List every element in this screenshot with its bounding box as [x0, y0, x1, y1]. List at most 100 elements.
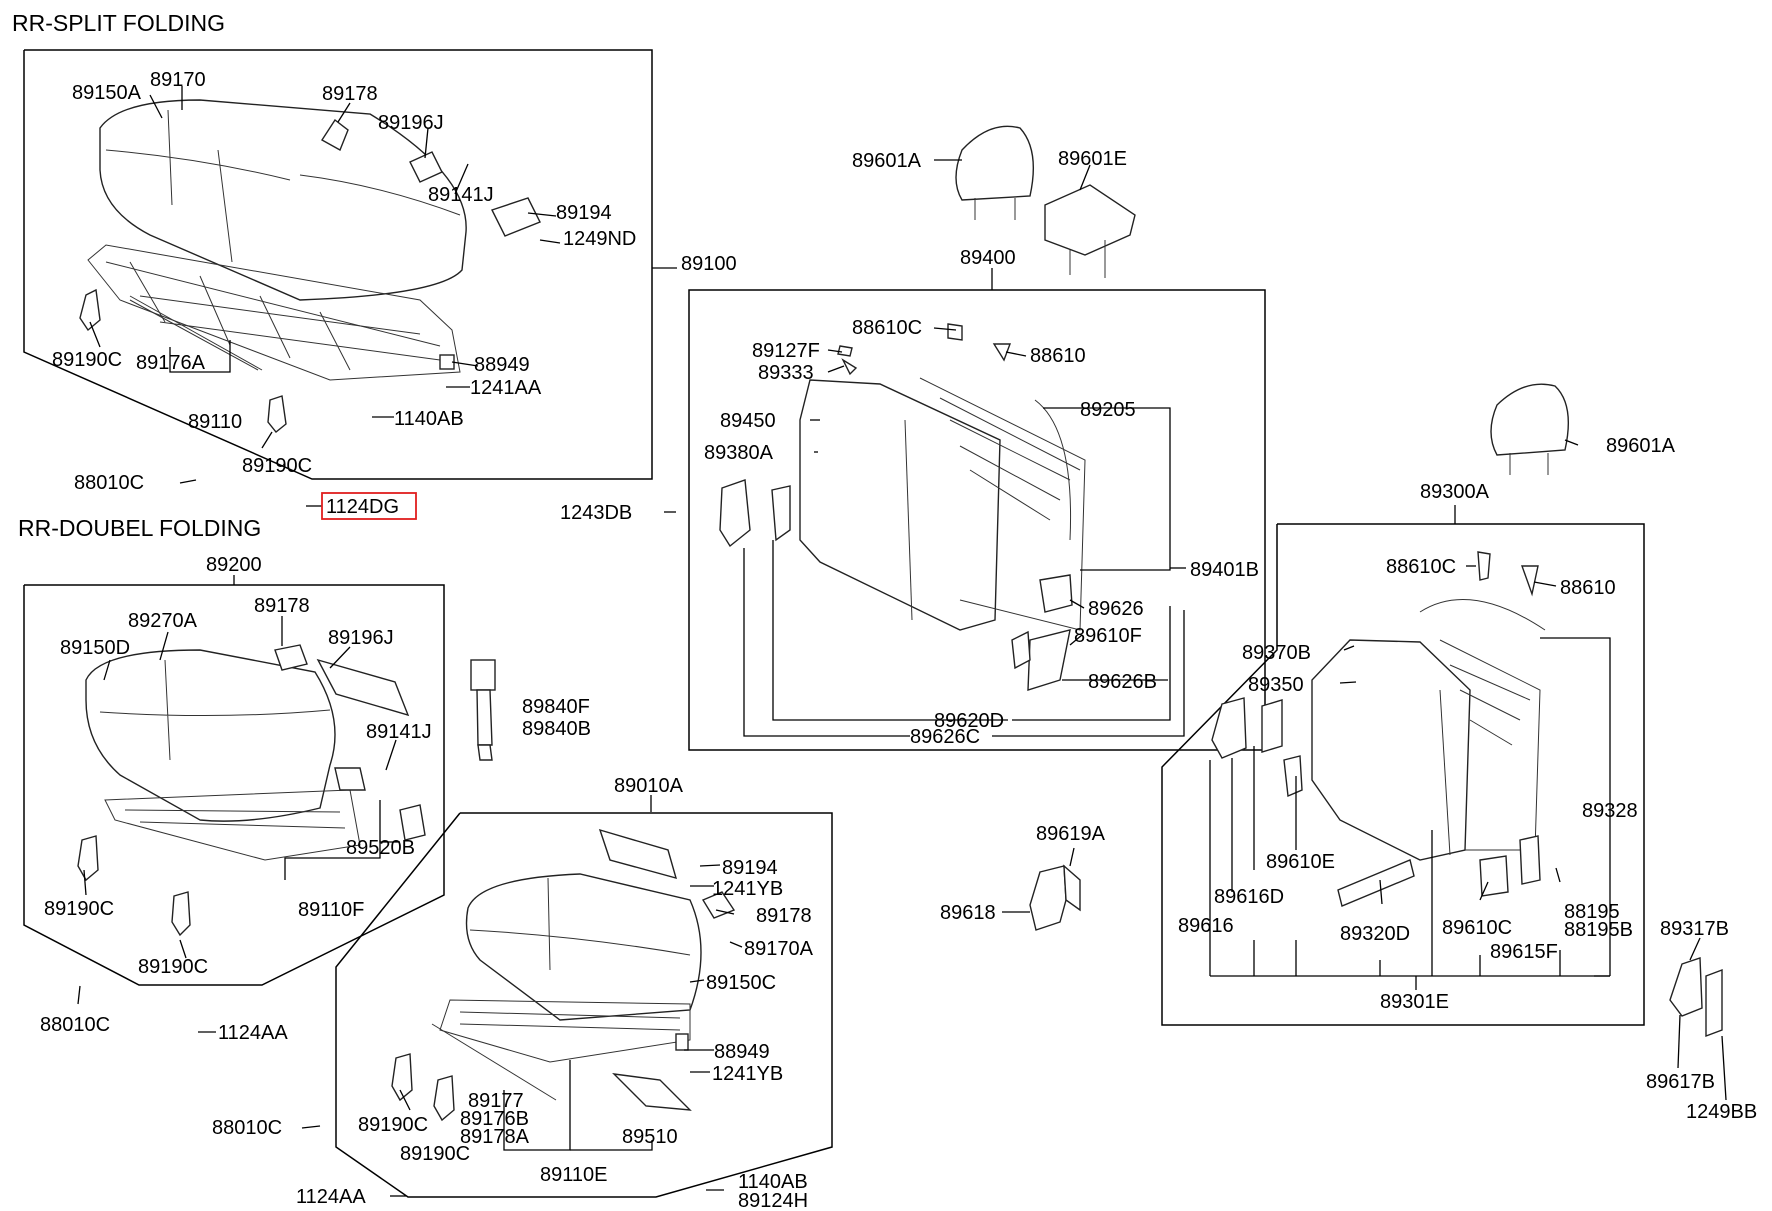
- frame-double: [23, 584, 445, 986]
- leader-lines: [77, 86, 1727, 1197]
- part-label: 88949: [714, 1041, 770, 1063]
- part-label: 89127F: [752, 340, 820, 362]
- part-label: 89618: [940, 902, 996, 924]
- part-label: 89176A: [136, 352, 206, 374]
- part-label: 1241YB: [712, 878, 783, 900]
- cushion-89010A-illustration: [391, 828, 736, 1122]
- part-label: 1241AA: [470, 377, 542, 399]
- part-label: 89190C: [138, 956, 208, 978]
- part-label: 89170A: [744, 938, 814, 960]
- part-label: 1249ND: [563, 228, 636, 250]
- part-label: 89350: [1248, 674, 1304, 696]
- cushion-split-illustration: [79, 99, 541, 433]
- part-label: 89610C: [1442, 917, 1512, 939]
- frame-back-double: [1161, 523, 1645, 1026]
- part-label: 89178: [254, 595, 310, 617]
- part-label: 88949: [474, 354, 530, 376]
- part-label: 89124H: [738, 1190, 808, 1211]
- part-label: 89100: [681, 253, 737, 275]
- part-label: 89380A: [704, 442, 774, 464]
- part-label: 89196J: [328, 627, 394, 649]
- part-label: 88610C: [852, 317, 922, 339]
- part-label: 89141J: [428, 184, 494, 206]
- part-label: 89150C: [706, 972, 776, 994]
- part-label: 89450: [720, 410, 776, 432]
- part-label: 89401B: [1190, 559, 1259, 581]
- part-label: 89110E: [540, 1164, 607, 1186]
- part-label: 88010C: [212, 1117, 282, 1139]
- part-label: 89177: [468, 1090, 524, 1112]
- section-title-double: RR-DOUBEL FOLDING: [18, 515, 261, 541]
- part-label: 89619A: [1036, 823, 1106, 845]
- part-label: 1140AB: [738, 1171, 808, 1193]
- part-label: 88195: [1564, 901, 1620, 923]
- frame-back-split: [688, 289, 1266, 751]
- part-label: 89616D: [1214, 886, 1284, 908]
- seatback-split-illustration: [719, 323, 1086, 691]
- part-label: 88610: [1030, 345, 1086, 367]
- part-label: 89616: [1178, 915, 1234, 937]
- part-label: 89110: [188, 411, 242, 433]
- part-label: 1241YB: [712, 1063, 783, 1085]
- part-label: 89176B: [460, 1108, 529, 1130]
- part-label: 89190C: [44, 898, 114, 920]
- part-label: 89520B: [346, 837, 415, 859]
- part-label: 89615F: [1490, 941, 1558, 963]
- part-label: 89320D: [1340, 923, 1410, 945]
- part-label: 89617B: [1646, 1071, 1715, 1093]
- seatback-double-illustration: [1211, 551, 1723, 1038]
- part-labels: 89150A 89170 89178 89196J 89141J 89194 1…: [40, 69, 1757, 1211]
- part-label: 89400: [960, 247, 1016, 269]
- part-label: 89150A: [72, 82, 142, 104]
- section-title-split: RR-SPLIT FOLDING: [12, 10, 225, 36]
- seat-belt-illustration: [470, 659, 496, 761]
- part-label: 89141J: [366, 721, 432, 743]
- bracket-89619A-illustration: [1029, 864, 1081, 931]
- part-label: 89328: [1582, 800, 1638, 822]
- part-label: 89170: [150, 69, 206, 91]
- frame-cushion: [335, 812, 833, 1198]
- part-label: 89626C: [910, 726, 980, 748]
- part-label: 89194: [722, 857, 778, 879]
- part-label: 88610: [1560, 577, 1616, 599]
- part-label: 1124AA: [218, 1022, 288, 1044]
- part-label: 89626B: [1088, 671, 1157, 693]
- part-label: 88010C: [74, 472, 144, 494]
- part-label: 89333: [758, 362, 814, 384]
- frame-split: [23, 49, 653, 480]
- part-label: 1140AB: [394, 408, 464, 430]
- part-label: 1249BB: [1686, 1101, 1757, 1123]
- part-label: 89601A: [852, 150, 922, 172]
- part-label: 89840B: [522, 718, 591, 740]
- part-label: 89178: [756, 905, 812, 927]
- part-label: 89610F: [1074, 625, 1142, 647]
- part-label: 89190C: [52, 349, 122, 371]
- part-label: 89190C: [400, 1143, 470, 1165]
- part-label: 89610E: [1266, 851, 1335, 873]
- part-label: 89601A: [1606, 435, 1676, 457]
- part-label: 89110F: [298, 899, 364, 921]
- headrest-illustrations: [955, 125, 1570, 475]
- part-label: 89370B: [1242, 642, 1311, 664]
- part-label: 89010A: [614, 775, 684, 797]
- part-label: 1243DB: [560, 502, 632, 524]
- part-label: 89601E: [1058, 148, 1127, 170]
- cushion-double-illustration: [77, 644, 426, 937]
- part-label: 89190C: [242, 455, 312, 477]
- part-label: 89178A: [460, 1126, 530, 1148]
- part-label: 89300A: [1420, 481, 1490, 503]
- part-label: 89200: [206, 554, 262, 576]
- part-label: 89150D: [60, 637, 130, 659]
- part-label: 89620D: [934, 710, 1004, 732]
- part-label: 89196J: [378, 112, 444, 134]
- part-label: 89317B: [1660, 918, 1729, 940]
- part-label: 89190C: [358, 1114, 428, 1136]
- part-label: 89178: [322, 83, 378, 105]
- highlight-box-1124DG: [321, 492, 417, 520]
- part-label: 89510: [622, 1126, 678, 1148]
- part-label: 89301E: [1380, 991, 1449, 1013]
- part-label-highlighted: 1124DG: [326, 496, 399, 518]
- part-label: 88010C: [40, 1014, 110, 1036]
- part-label: 89205: [1080, 399, 1136, 421]
